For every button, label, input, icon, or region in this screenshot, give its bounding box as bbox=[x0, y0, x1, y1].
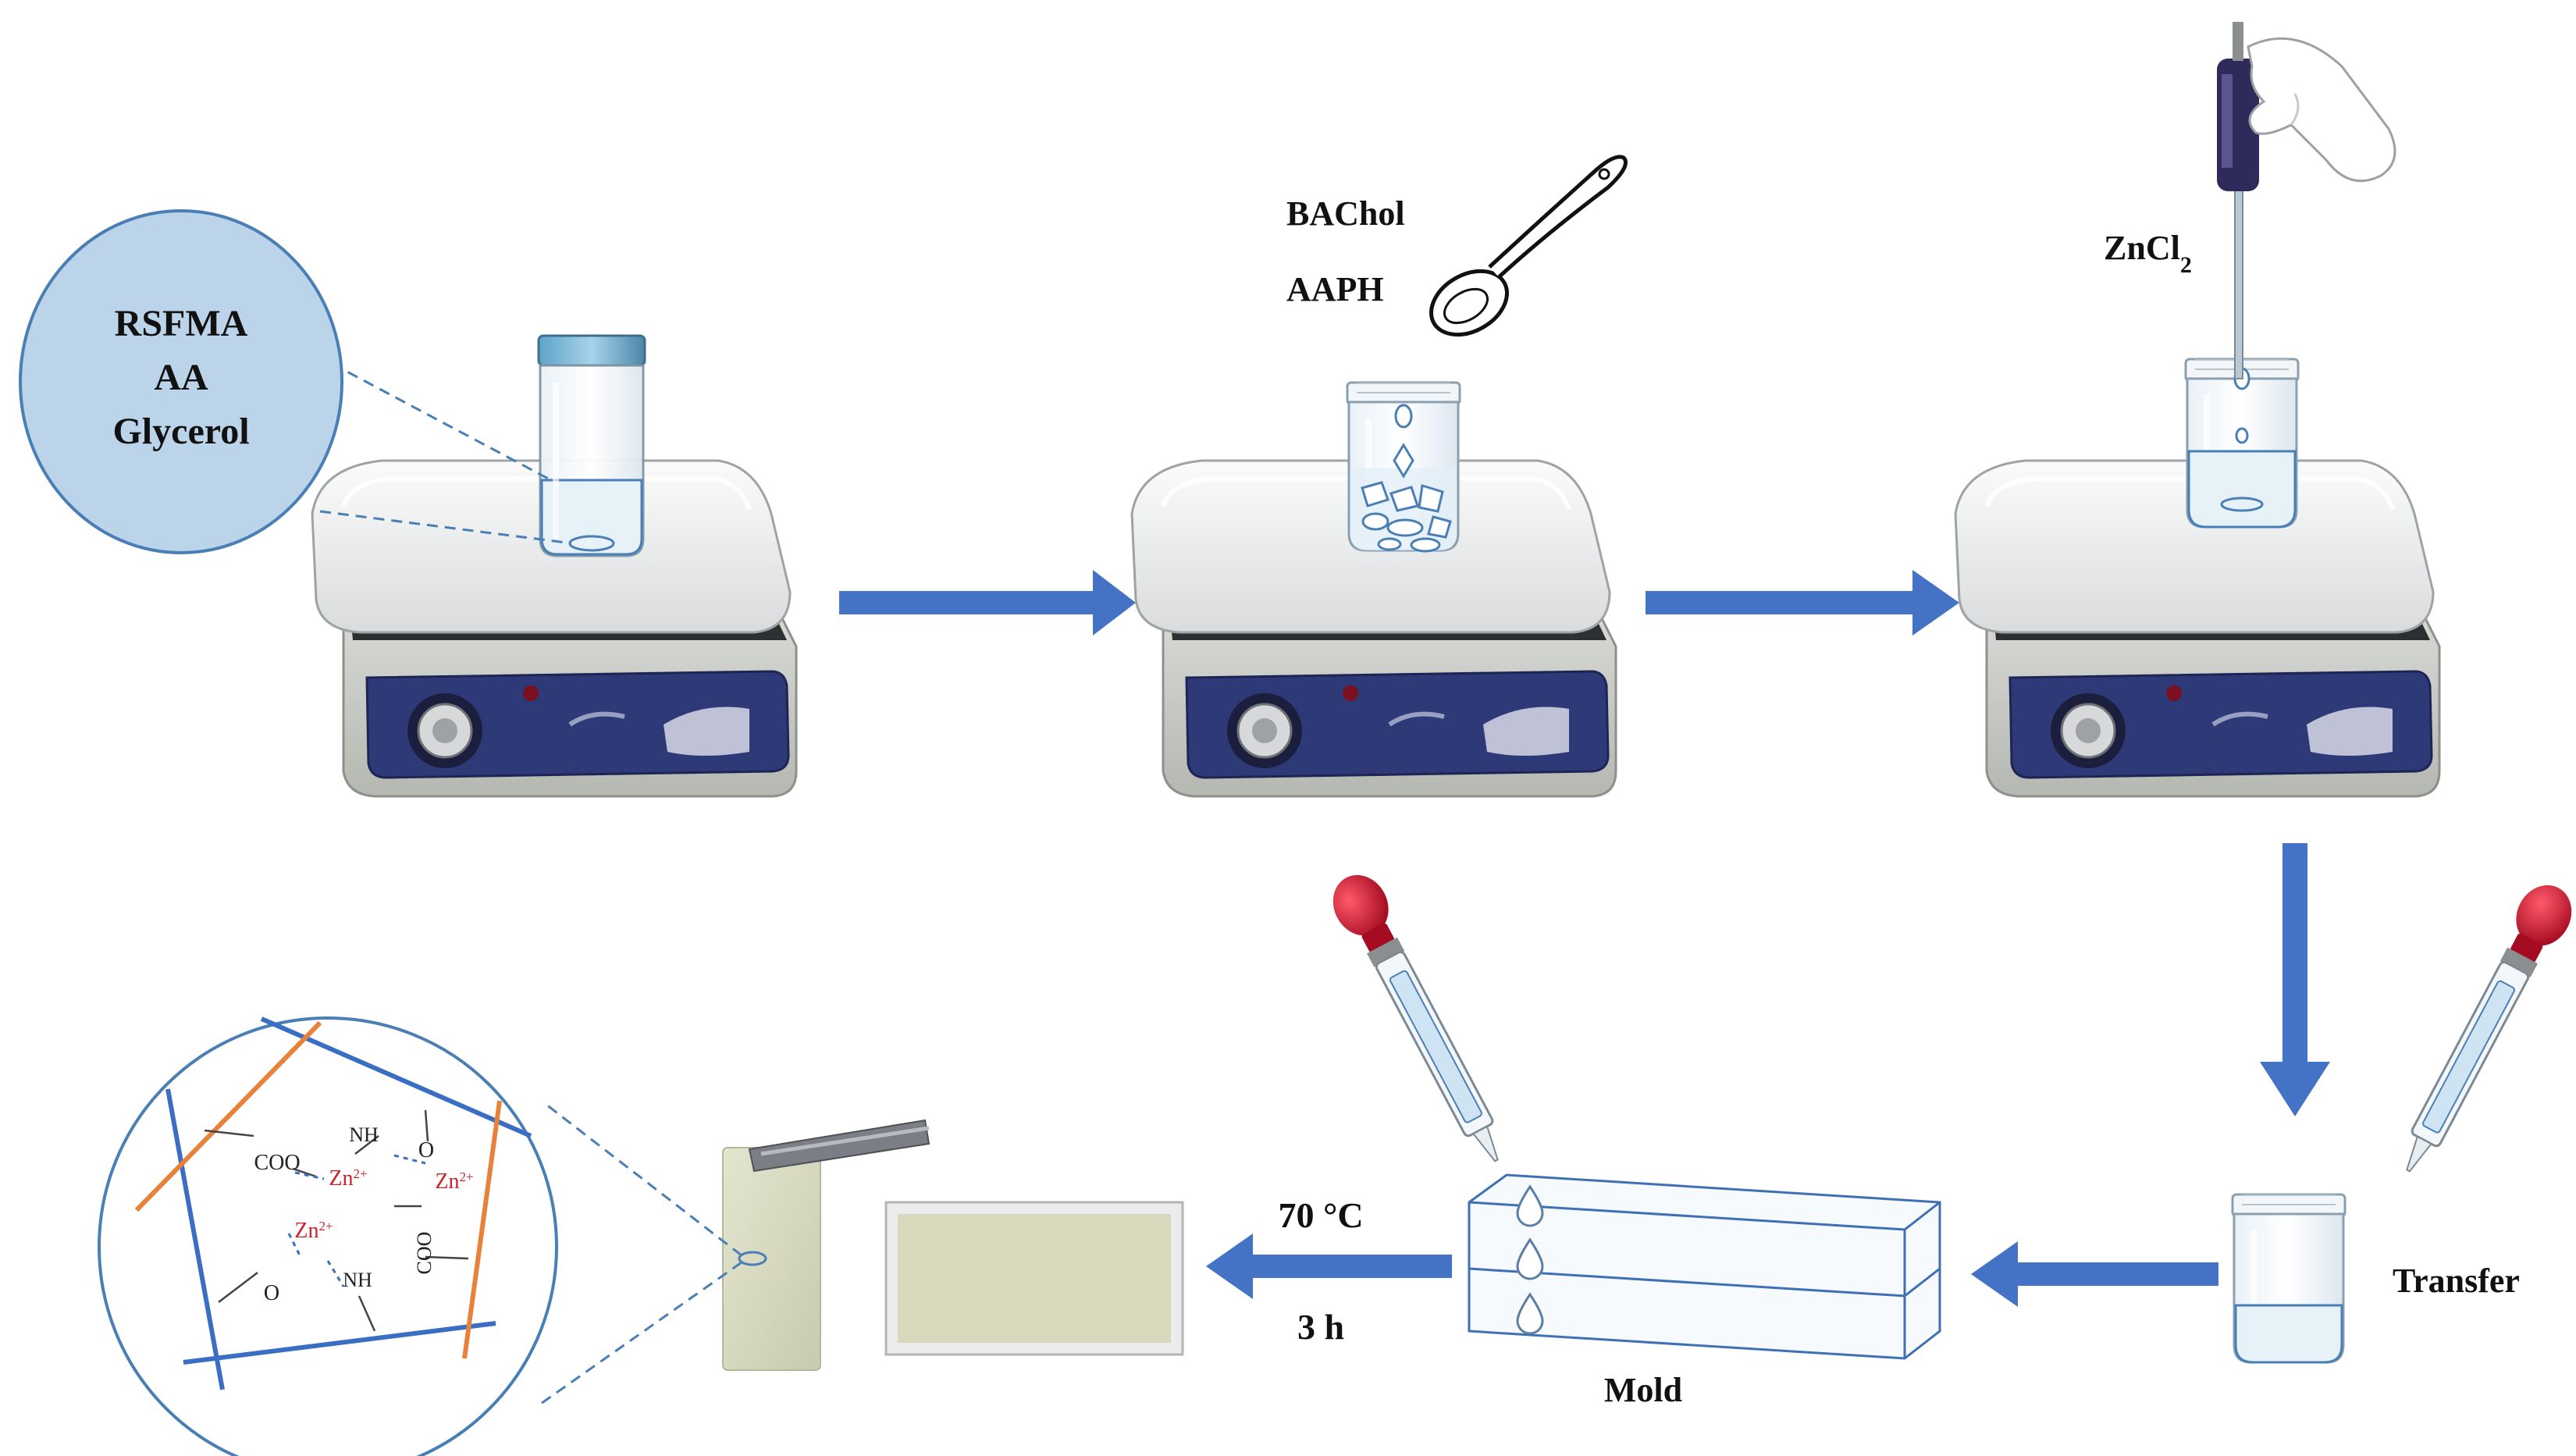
vial-icon bbox=[537, 334, 646, 557]
network-zn-ion-3: Zn2+ bbox=[294, 1219, 333, 1244]
hydrogel-sample-icon bbox=[722, 1119, 930, 1371]
vial-icon bbox=[1347, 383, 1460, 551]
bubble-line-1: RSFMA bbox=[115, 303, 248, 344]
arrow-step-1 bbox=[839, 570, 1136, 635]
reagent-zncl2: ZnCl2 bbox=[2104, 229, 2192, 278]
network-o-1: O bbox=[418, 1138, 434, 1162]
network-zn-ion-1: Zn2+ bbox=[329, 1166, 367, 1191]
pipette-icon bbox=[2217, 22, 2396, 379]
arrow-to-mold bbox=[1971, 1241, 2218, 1307]
bubble-line-2: AA bbox=[154, 357, 208, 398]
bubble-line-3: Glycerol bbox=[112, 411, 249, 452]
condition-temperature: 70 °C bbox=[1278, 1195, 1363, 1235]
network-coo-2: COO bbox=[413, 1232, 436, 1275]
hydrogel-sample-icon bbox=[884, 1201, 1184, 1356]
vial-icon bbox=[2233, 1194, 2345, 1362]
step-mold: Mold bbox=[1604, 1371, 1682, 1409]
network-nh-2: NH bbox=[343, 1269, 372, 1291]
dropper-icon bbox=[1321, 863, 1521, 1174]
spoon-icon bbox=[1429, 155, 1628, 337]
arrow-step-2 bbox=[1646, 570, 1959, 635]
network-magnifier-icon: COO NH Zn2+ O Zn2+ COO Zn2+ O NH bbox=[98, 1016, 742, 1456]
condition-duration: 3 h bbox=[1297, 1307, 1344, 1347]
dropper-icon bbox=[2383, 874, 2576, 1184]
vial-icon bbox=[2186, 359, 2298, 527]
network-coo-1: COO bbox=[254, 1151, 300, 1175]
mold-icon bbox=[1468, 1173, 1941, 1360]
reagent-aaph: AAPH bbox=[1286, 270, 1384, 308]
reagent-bachol: BAChol bbox=[1286, 194, 1405, 233]
arrow-to-sample bbox=[1206, 1234, 1452, 1299]
network-zn-ion-2: Zn2+ bbox=[435, 1169, 473, 1194]
bubble: RSFMA AA Glycerol bbox=[19, 209, 567, 554]
arrow-down-transfer bbox=[2260, 843, 2330, 1116]
network-o-2: O bbox=[264, 1281, 279, 1305]
step-transfer: Transfer bbox=[2393, 1262, 2520, 1300]
network-nh-1: NH bbox=[349, 1123, 379, 1146]
